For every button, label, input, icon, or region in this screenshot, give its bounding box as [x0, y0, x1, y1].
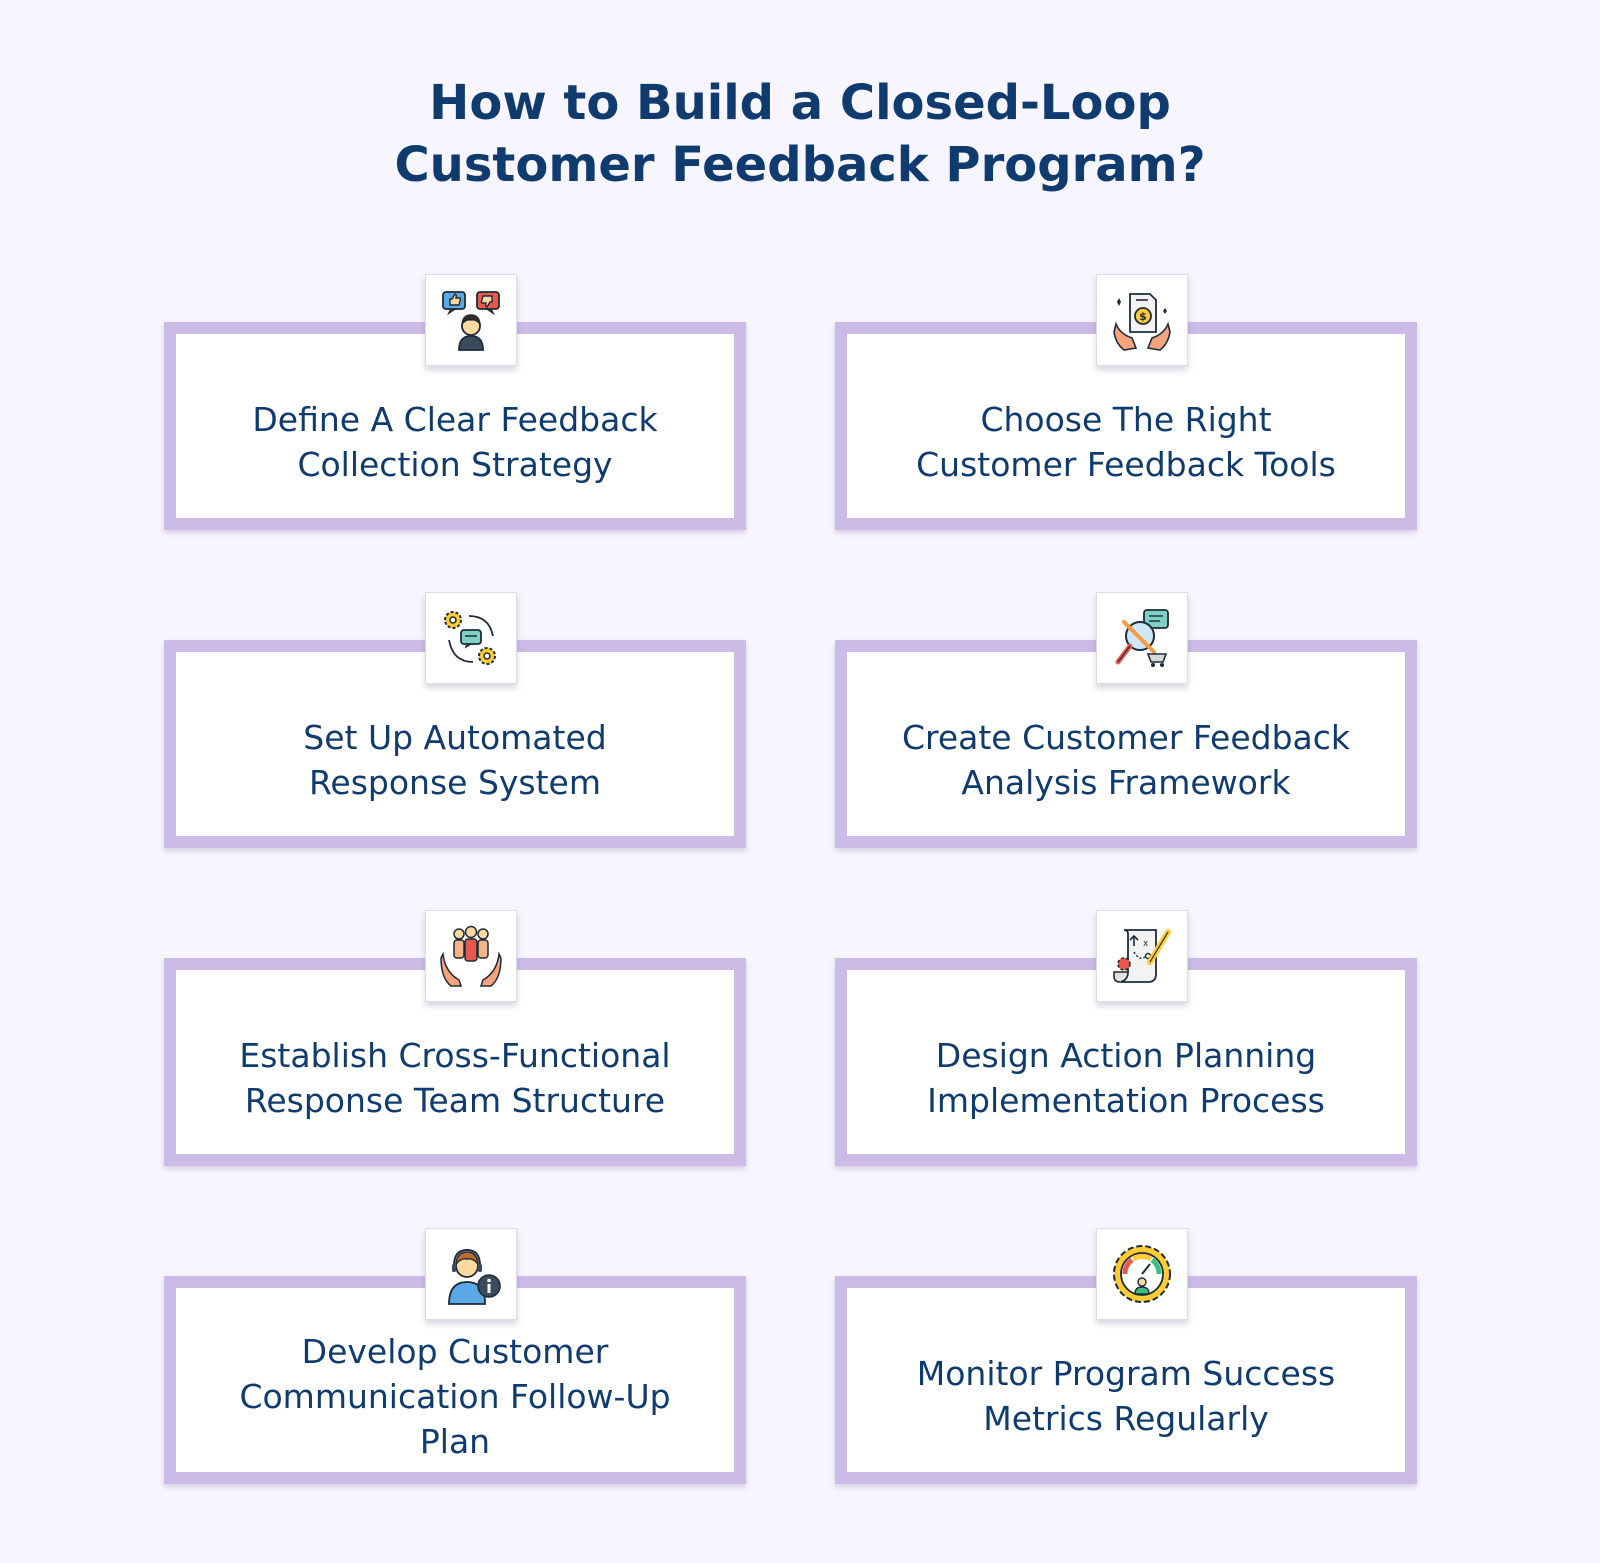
step-card-4: Create Customer Feedback Analysis Framew… [835, 592, 1417, 848]
step-icon-frame [425, 1228, 517, 1320]
step-icon-frame [425, 274, 517, 366]
svg-text:x: x [1143, 939, 1149, 949]
step-label: Define A Clear Feedback Collection Strat… [252, 400, 658, 484]
step-card-2: $ Choose The Right Customer Feedback Too… [835, 274, 1417, 530]
magnifier-analysis-icon [1115, 609, 1169, 667]
step-card-5: Establish Cross-Functional Response Team… [164, 910, 746, 1166]
gauge-gear-icon [1113, 1245, 1171, 1303]
team-hands-icon [440, 925, 502, 987]
money-hands-icon: $ [1113, 293, 1171, 351]
step-card-6: x Design Action Planning Implementation … [835, 910, 1417, 1166]
step-icon-frame: x [1096, 910, 1188, 1002]
step-icon-frame [1096, 1228, 1188, 1320]
feedback-thumbs-icon [442, 291, 500, 351]
step-label: Choose The Right Customer Feedback Tools [916, 400, 1336, 484]
step-label: Establish Cross-Functional Response Team… [239, 1036, 671, 1120]
step-label: Create Customer Feedback Analysis Framew… [901, 718, 1351, 802]
step-label: Set Up Automated Response System [303, 718, 607, 802]
step-card-8: Monitor Program Success Metrics Regularl… [835, 1228, 1417, 1484]
step-card-1: Define A Clear Feedback Collection Strat… [164, 274, 746, 530]
step-icon-frame [425, 592, 517, 684]
plan-document-pencil-icon: x [1113, 929, 1171, 983]
step-label: Design Action Planning Implementation Pr… [927, 1036, 1325, 1120]
support-agent-icon [448, 1248, 501, 1305]
step-icon-frame [425, 910, 517, 1002]
title-line-2: Customer Feedback Program? [394, 137, 1206, 193]
title-line-1: How to Build a Closed-Loop [429, 75, 1171, 131]
step-icon-frame [1096, 592, 1188, 684]
page-title: How to Build a Closed-Loop Customer Feed… [0, 72, 1600, 196]
step-card-3: Set Up Automated Response System [164, 592, 746, 848]
step-label: Develop Customer Communication Follow-Up… [239, 1331, 671, 1461]
svg-text:$: $ [1139, 310, 1147, 323]
step-card-7: Develop Customer Communication Follow-Up… [164, 1228, 746, 1484]
step-icon-frame: $ [1096, 274, 1188, 366]
step-label: Monitor Program Success Metrics Regularl… [916, 1354, 1336, 1438]
gear-chat-cycle-icon [444, 611, 496, 665]
